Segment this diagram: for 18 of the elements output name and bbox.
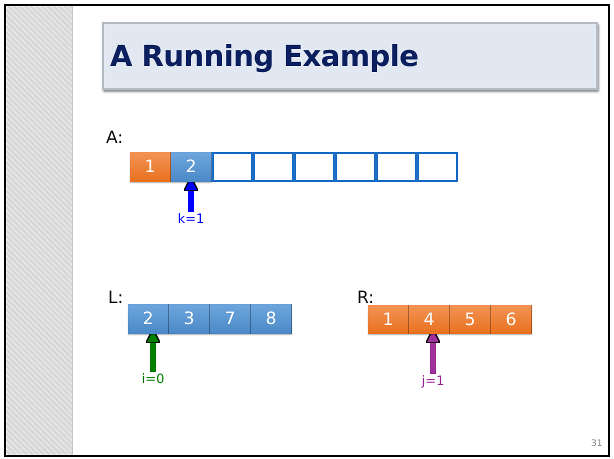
slide-title: A Running Example bbox=[110, 39, 418, 73]
array-cell: 4 bbox=[409, 305, 450, 334]
array-name: L: bbox=[108, 288, 124, 308]
index-label: i=0 bbox=[138, 372, 168, 387]
index-label: k=1 bbox=[176, 212, 206, 227]
array-cell: 1 bbox=[368, 305, 409, 334]
array-cell: 2 bbox=[171, 152, 212, 182]
array-cell: 7 bbox=[210, 304, 251, 334]
array-cell: 5 bbox=[450, 305, 491, 334]
array-name: A: bbox=[106, 128, 124, 148]
array-cell: 1 bbox=[130, 152, 171, 182]
array-name: R: bbox=[357, 288, 374, 308]
array-cell: 6 bbox=[491, 305, 532, 334]
array-cell: 2 bbox=[128, 304, 169, 334]
array-cell: 3 bbox=[169, 304, 210, 334]
page-number: 31 bbox=[591, 439, 602, 449]
array-cell: 8 bbox=[251, 304, 292, 334]
index-label: j=1 bbox=[418, 374, 448, 389]
